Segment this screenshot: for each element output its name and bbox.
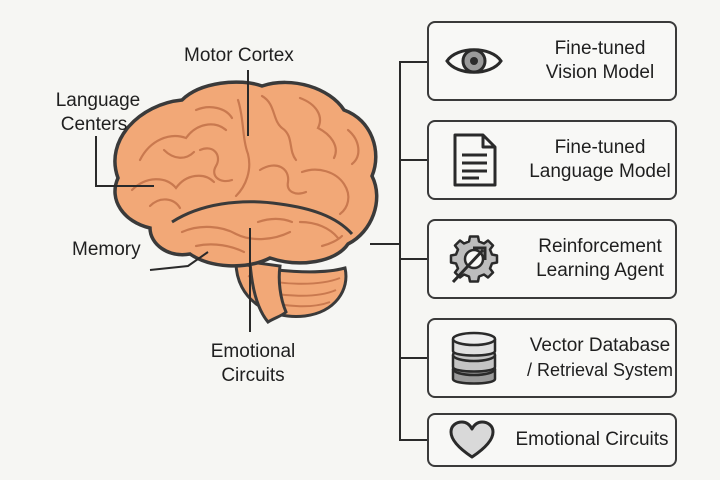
- connector-tree: [370, 61, 427, 441]
- card-language-text: Fine-tuned Language Model: [525, 136, 675, 184]
- language-centers-leader: [95, 136, 154, 187]
- label-language-line1: Language: [55, 90, 141, 111]
- card-emotional-line1: Emotional Circuits: [515, 429, 669, 450]
- label-language-centers: Language Centers: [50, 89, 146, 137]
- card-vector-text: Vector Database / Retrieval System: [525, 334, 675, 382]
- card-reinforcement-line2: Learning Agent: [536, 260, 664, 281]
- label-emotional-line1: Emotional: [210, 341, 296, 362]
- card-reinforcement-text: Reinforcement Learning Agent: [525, 235, 675, 283]
- label-memory: Memory: [72, 239, 141, 260]
- brain-stem: [248, 260, 288, 324]
- cerebrum: [113, 80, 379, 268]
- card-vector-database: Vector Database / Retrieval System: [427, 318, 677, 398]
- card-emotional-text: Emotional Circuits: [509, 428, 675, 452]
- label-emotional-line2: Circuits: [221, 365, 285, 386]
- card-vector-line2: / Retrieval System: [526, 360, 674, 380]
- card-language-line2: Language Model: [529, 161, 671, 182]
- card-vision-text: Fine-tuned Vision Model: [525, 37, 675, 85]
- card-vision-line2: Vision Model: [545, 62, 655, 83]
- leader-lines: [95, 70, 251, 332]
- brain-illustration: [113, 80, 379, 324]
- database-icon: [443, 329, 505, 387]
- heart-icon: [447, 419, 497, 461]
- card-emotional-circuits: Emotional Circuits: [427, 413, 677, 467]
- card-reinforcement-learning: Reinforcement Learning Agent: [427, 219, 677, 299]
- card-vision-model: Fine-tuned Vision Model: [427, 21, 677, 101]
- card-language-line1: Fine-tuned: [554, 137, 646, 158]
- label-language-line2: Centers: [60, 114, 128, 135]
- card-vector-line1: Vector Database: [529, 335, 671, 356]
- card-vision-line1: Fine-tuned: [554, 38, 646, 59]
- card-reinforcement-line1: Reinforcement: [538, 236, 662, 257]
- label-motor-cortex: Motor Cortex: [184, 45, 294, 66]
- memory-leader: [149, 251, 209, 271]
- eye-icon: [443, 32, 505, 90]
- label-emotional-circuits: Emotional Circuits: [200, 340, 306, 388]
- card-language-model: Fine-tuned Language Model: [427, 120, 677, 200]
- gear-arrow-icon: [443, 230, 505, 288]
- document-icon: [443, 131, 505, 189]
